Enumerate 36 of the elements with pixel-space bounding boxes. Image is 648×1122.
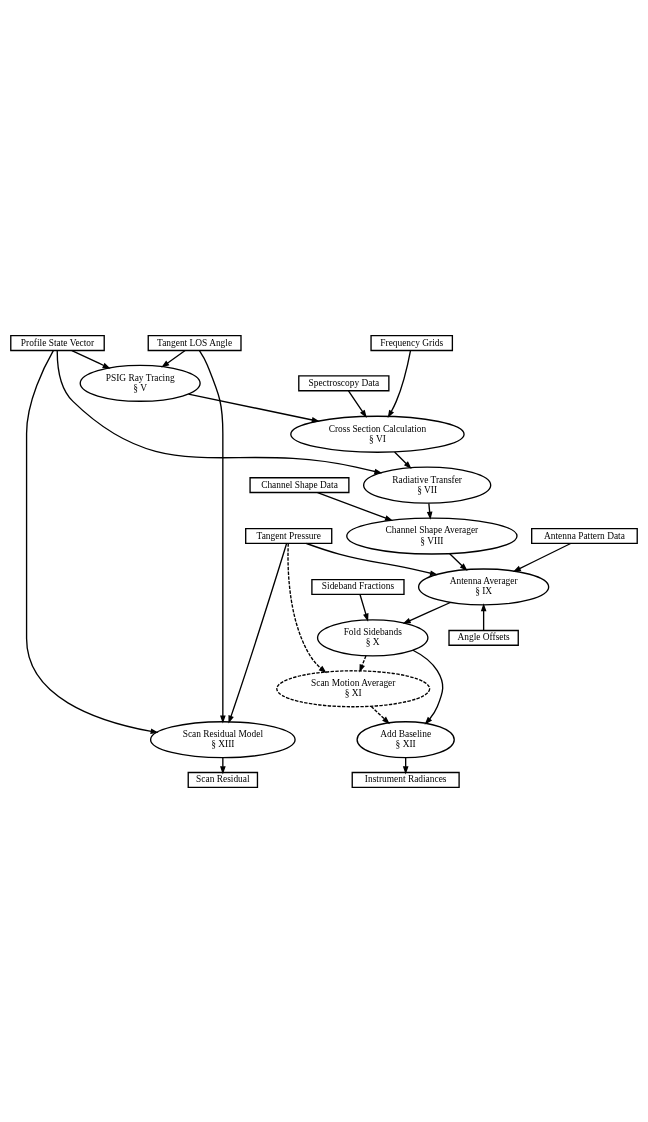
arrow — [449, 552, 468, 571]
arrow — [161, 349, 186, 368]
node-box: Profile State Vector — [10, 334, 105, 351]
node-box: Angle Offsets — [448, 629, 519, 646]
arrow — [402, 601, 452, 624]
arrow — [412, 649, 444, 725]
arrow — [198, 349, 226, 724]
node-box: Channel Shape Data — [249, 476, 350, 493]
arrow — [316, 491, 394, 521]
arrow — [220, 756, 226, 774]
arrow — [71, 349, 111, 369]
arrow — [393, 450, 412, 469]
node-box: Scan Residual — [187, 771, 259, 788]
node-box: Spectroscopy Data — [298, 374, 390, 391]
node-box: Instrument Radiances — [351, 771, 460, 788]
node-box: Antenna Pattern Data — [531, 527, 638, 544]
node-box: Sideband Fractions — [311, 578, 405, 595]
arrow — [480, 602, 487, 631]
arrow — [56, 349, 383, 474]
arrow — [287, 542, 327, 673]
node-ellipse: Scan Motion Averager § XI — [276, 669, 431, 707]
arrow — [370, 705, 390, 724]
arrow — [512, 542, 572, 572]
arrow — [359, 654, 367, 673]
arrow — [305, 542, 439, 576]
arrow — [187, 392, 320, 423]
arrow — [347, 389, 367, 418]
node-box: Tangent Pressure — [245, 527, 333, 544]
arrow — [228, 542, 288, 724]
node-box: Tangent LOS Angle — [147, 334, 242, 351]
node-box: Frequency Grids — [370, 334, 454, 351]
arrow — [25, 349, 159, 734]
arrow — [359, 593, 369, 622]
arrow — [387, 349, 412, 418]
node-ellipse: Add Baseline § XII — [356, 720, 455, 758]
arrow — [426, 502, 433, 520]
